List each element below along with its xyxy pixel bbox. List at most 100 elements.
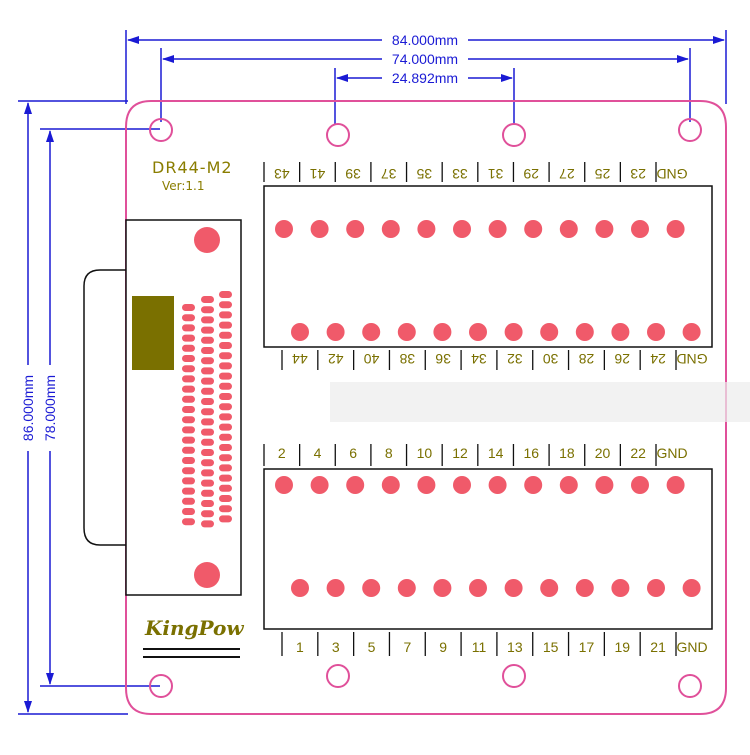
dim-label-width-holes: 74.000mm — [392, 51, 458, 67]
dsub-pin-array — [182, 291, 232, 528]
dsub-pin — [182, 416, 195, 424]
arrow-inner-left — [336, 74, 348, 82]
terminal-label: 31 — [488, 166, 504, 182]
terminal-pad — [326, 579, 345, 597]
terminal-pad — [397, 579, 416, 597]
terminal-pad — [666, 476, 685, 494]
terminal-label: 43 — [274, 166, 290, 182]
dsub-pin — [219, 444, 232, 451]
dsub-pin — [219, 291, 232, 298]
board-version: Ver:1.1 — [162, 179, 205, 193]
dsub-pin — [219, 423, 232, 431]
dsub-pin — [201, 367, 214, 375]
dim-label-bg-height-holes — [42, 365, 58, 451]
terminal-label: 38 — [399, 351, 415, 367]
terminal-label: 16 — [523, 445, 539, 461]
terminal-pad — [540, 579, 559, 597]
terminal-pad — [611, 579, 630, 597]
terminal-pad — [469, 579, 487, 597]
terminal-pad — [346, 476, 365, 494]
terminal-pad — [559, 220, 578, 238]
terminal-pad — [488, 476, 507, 494]
terminal-label: 33 — [452, 166, 468, 182]
terminal-label: 22 — [630, 445, 646, 461]
dim-label-width-outer: 84.000mm — [392, 32, 458, 48]
terminal-pad — [595, 220, 614, 238]
terminal-pad — [682, 323, 701, 341]
dsub-pin — [219, 352, 232, 360]
dsub-pin — [182, 487, 195, 495]
terminal-label: 15 — [543, 639, 559, 655]
dsub-pin — [182, 365, 195, 373]
terminal-label: 1 — [296, 639, 304, 655]
mounting-hole-icon — [502, 123, 526, 147]
terminal-pad — [291, 579, 309, 597]
dim-label-bg-height-outer — [20, 365, 36, 451]
board-model: DR44-M2 — [152, 158, 233, 177]
dsub-pin — [201, 449, 214, 456]
dsub-pin — [219, 484, 232, 492]
arrow-hole-right — [677, 55, 689, 63]
terminal-label: 36 — [435, 351, 451, 367]
dsub-pin — [182, 324, 195, 332]
dsub-pin — [219, 362, 232, 370]
terminal-label: 5 — [368, 639, 376, 655]
arrow-hole-top — [46, 130, 54, 142]
arrow-hole-left — [162, 55, 174, 63]
terminal-block-bottom — [263, 468, 713, 630]
terminal-label: 34 — [471, 351, 487, 367]
terminal-pad — [346, 220, 365, 238]
dsub-pin — [219, 301, 232, 309]
terminal-pad — [453, 220, 471, 238]
terminal-pad — [611, 323, 630, 341]
terminal-label: 10 — [417, 445, 433, 461]
terminal-label: 27 — [559, 166, 575, 182]
terminal-pad — [631, 220, 649, 238]
dsub-pin — [182, 467, 195, 475]
terminal-pad — [504, 579, 523, 597]
terminal-label: 19 — [614, 639, 630, 655]
dimension-arrows — [24, 36, 725, 713]
dim-label-bg-width-holes — [382, 51, 468, 67]
terminal-label: 4 — [314, 445, 322, 461]
dsub-pin — [201, 306, 214, 314]
terminal-label: 12 — [452, 445, 468, 461]
dsub-pin — [201, 316, 214, 324]
dsub-pin — [201, 479, 214, 487]
dsub-pin — [219, 515, 232, 523]
dsub-pin — [219, 454, 232, 462]
dsub-pin — [182, 508, 195, 515]
dsub-pin — [201, 408, 214, 416]
terminal-label: GND — [676, 639, 707, 655]
terminal-label: 17 — [579, 639, 595, 655]
dsub-pin — [219, 495, 232, 502]
dsub-pin — [201, 438, 214, 446]
terminal-pad — [381, 476, 400, 494]
dsub-pin — [182, 497, 195, 505]
terminal-label: 21 — [650, 639, 666, 655]
brand-logo: KingPow — [144, 616, 244, 640]
terminal-pad — [381, 220, 400, 238]
terminal-pad — [469, 323, 487, 341]
dsub-pin — [182, 477, 195, 485]
dsub-pin — [201, 347, 214, 354]
dim-label-bg-width-outer — [382, 32, 468, 48]
terminal-pad — [326, 323, 345, 341]
terminal-pad — [417, 476, 436, 494]
dsub-pin — [219, 311, 232, 319]
mounting-hole-icon — [678, 118, 702, 142]
mounting-hole-icon — [678, 674, 702, 698]
terminal-pad — [397, 323, 416, 341]
dsub-pin — [201, 377, 214, 385]
terminal-label: 35 — [416, 166, 432, 182]
terminal-label: GND — [656, 445, 687, 461]
terminal-pad — [631, 476, 649, 494]
dsub-pin — [201, 336, 214, 344]
terminal-label: 14 — [488, 445, 504, 461]
terminal-pads — [275, 220, 701, 597]
terminal-pad — [362, 323, 381, 341]
terminal-label: 40 — [364, 351, 380, 367]
